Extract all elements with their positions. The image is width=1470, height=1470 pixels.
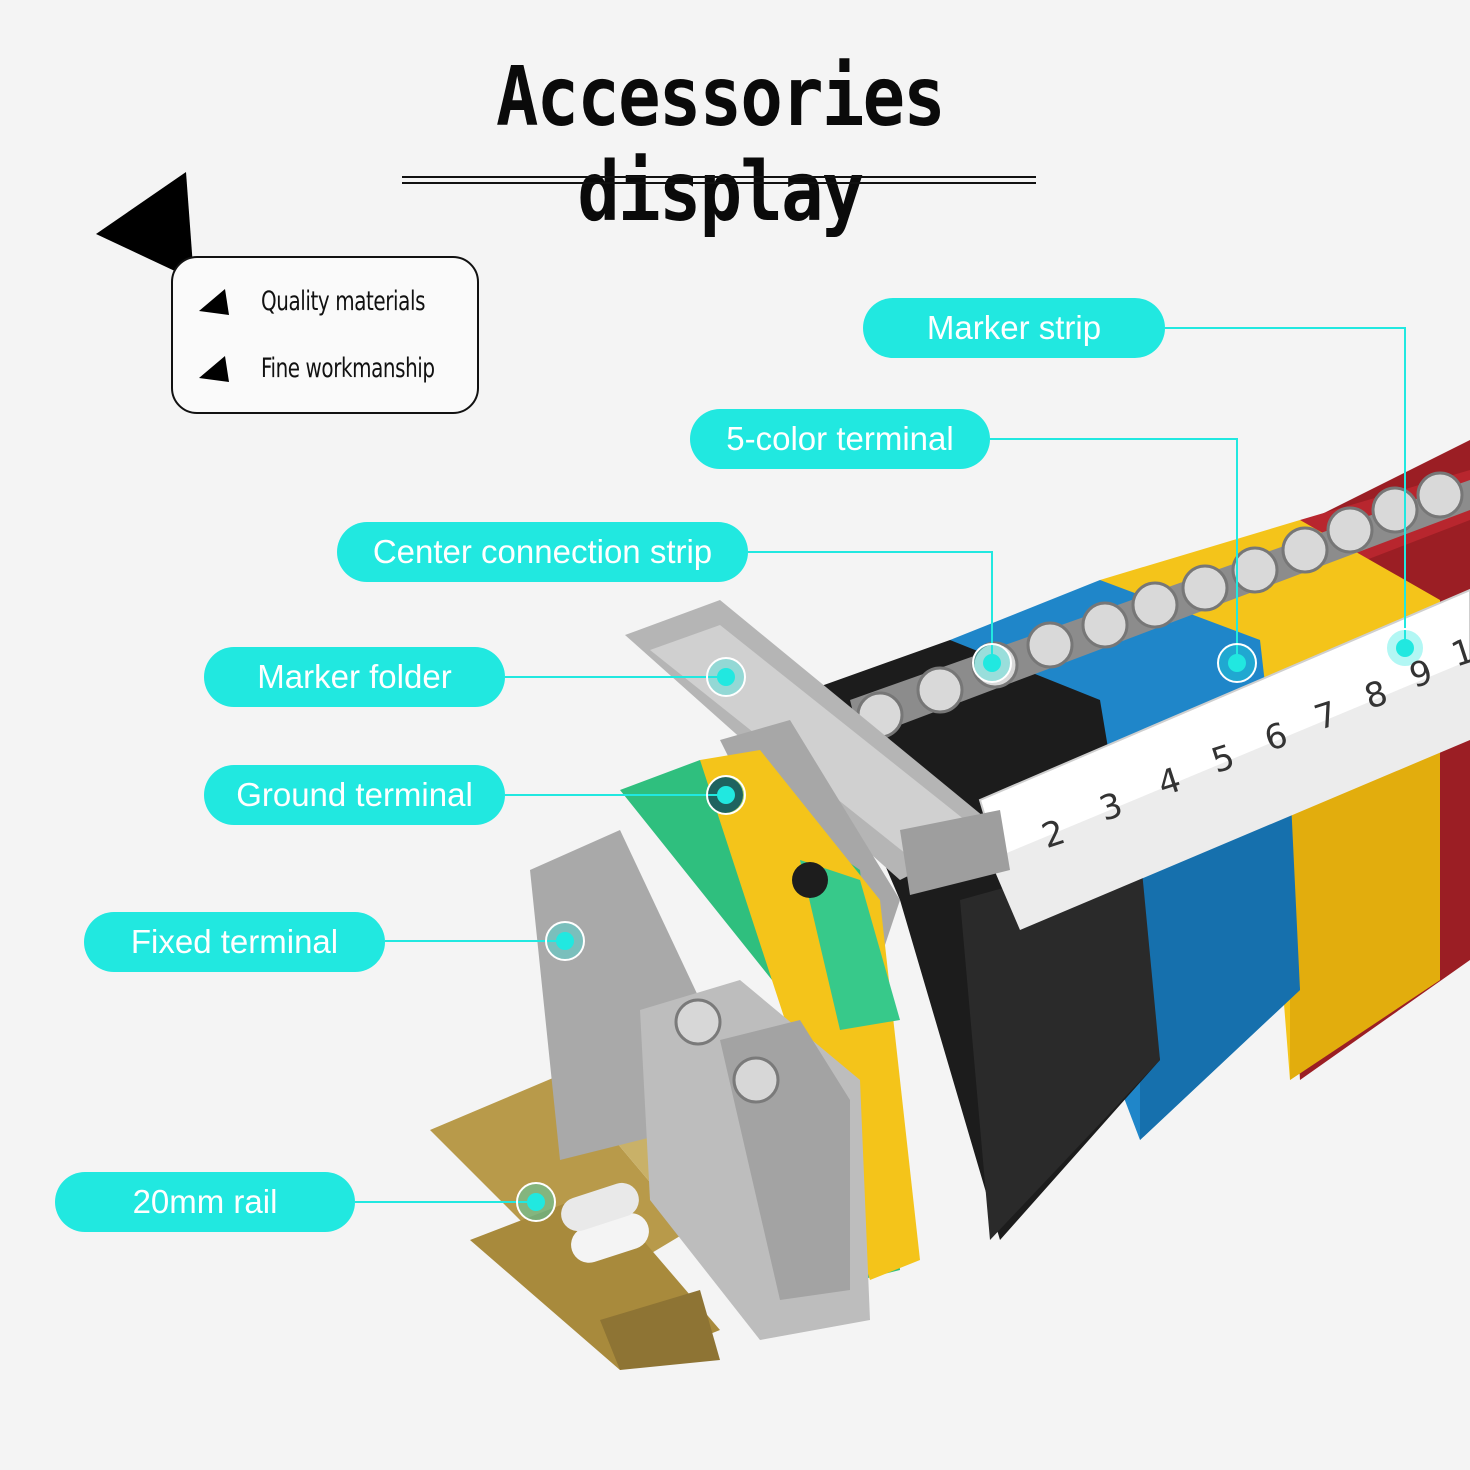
- title-underline-bottom: [402, 182, 1036, 184]
- connection-strip: [850, 471, 1470, 740]
- features-box: Quality materials Fine workmanship: [171, 256, 479, 414]
- callout-rail: 20mm rail: [55, 1172, 355, 1232]
- callout-dots: [516, 628, 1425, 1222]
- end-stop: [530, 830, 870, 1340]
- feature-text: Quality materials: [261, 286, 426, 317]
- page-title: Accessories display: [495, 50, 946, 240]
- callout-fixed-terminal: Fixed terminal: [84, 912, 385, 972]
- feature-item: Quality materials: [197, 286, 461, 317]
- callout-ground-terminal: Ground terminal: [204, 765, 505, 825]
- callout-five-color-terminal: 5-color terminal: [690, 409, 990, 469]
- triangle-bullet-icon: [199, 355, 229, 382]
- callout-lines: [355, 327, 1406, 1203]
- ground-terminal: [620, 750, 920, 1280]
- feature-item: Fine workmanship: [197, 353, 473, 384]
- title-underline-top: [402, 176, 1036, 178]
- triangle-pointer-icon: [96, 172, 194, 280]
- feature-text: Fine workmanship: [261, 353, 435, 384]
- triangle-bullet-icon: [199, 288, 229, 315]
- callout-center-connection-strip: Center connection strip: [337, 522, 748, 582]
- callout-marker-strip: Marker strip: [863, 298, 1165, 358]
- callout-marker-folder: Marker folder: [204, 647, 505, 707]
